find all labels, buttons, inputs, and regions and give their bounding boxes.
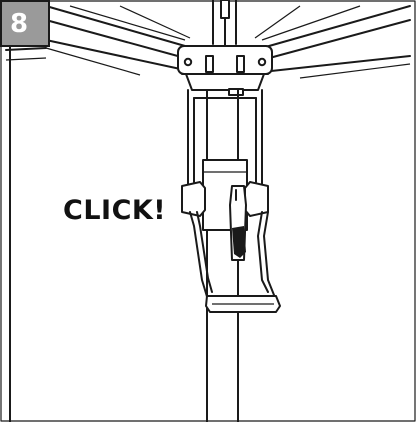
lower-sleeve — [187, 89, 263, 185]
side-clamps — [181, 181, 269, 217]
upper-mast — [212, 0, 237, 47]
release-handle — [189, 211, 281, 313]
hub-bracket — [185, 73, 265, 96]
right-rib-arms — [254, 5, 411, 79]
step-number: 8 — [10, 9, 29, 39]
step-number-badge: 8 — [0, 0, 50, 47]
locking-latch — [229, 185, 247, 261]
hub-plate — [177, 45, 273, 75]
click-callout: CLICK! — [63, 195, 167, 226]
left-rib-arms — [5, 5, 191, 76]
